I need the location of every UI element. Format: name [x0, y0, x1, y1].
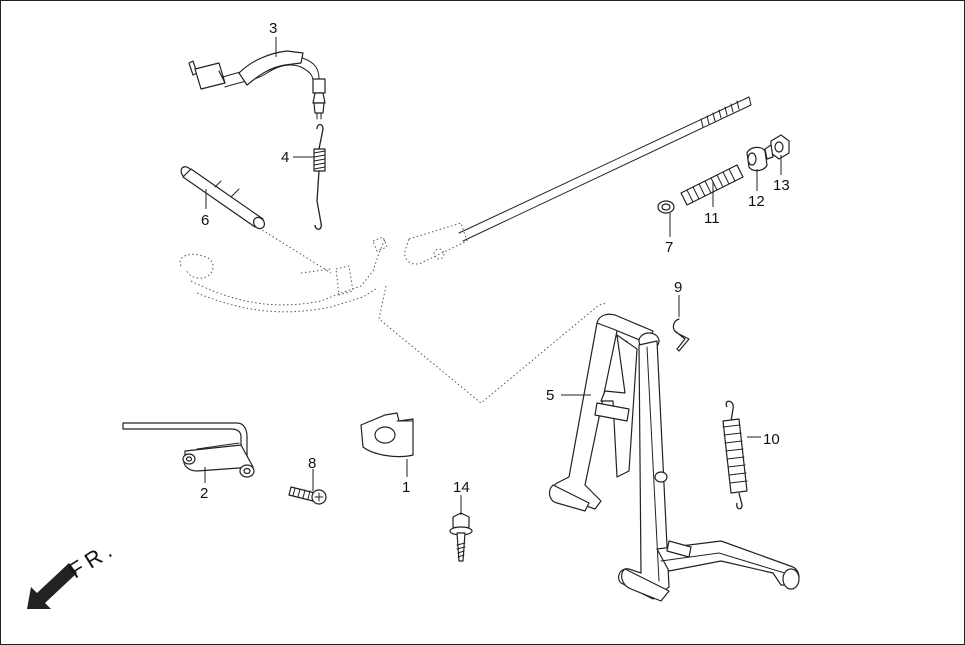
callout-4: 4 [281, 149, 289, 166]
callout-14: 14 [453, 479, 470, 496]
flange-bolt-14 [449, 512, 473, 562]
callout-5: 5 [546, 387, 554, 404]
callout-7: 7 [665, 239, 673, 256]
main-stand [548, 313, 800, 602]
leader-lines [204, 37, 782, 515]
brake-rod [458, 96, 752, 242]
arrow-down-left-icon [27, 563, 77, 609]
ghost-brake-rod [404, 222, 468, 265]
front-label: FR. [64, 535, 120, 583]
bolt-8 [288, 486, 327, 505]
stand-stopper [360, 412, 414, 458]
switch-spring [313, 123, 326, 230]
callout-8: 8 [308, 455, 316, 472]
callout-10: 10 [763, 431, 780, 448]
callout-11: 11 [704, 210, 720, 227]
callout-3: 3 [269, 20, 277, 37]
front-direction-indicator: FR. [27, 535, 120, 609]
callout-6: 6 [201, 212, 209, 229]
callout-12: 12 [748, 193, 765, 210]
cotter-pin [672, 318, 690, 352]
callout-13: 13 [773, 177, 790, 194]
callout-9: 9 [674, 279, 682, 296]
stop-switch-harness [188, 50, 326, 120]
pivot-shaft [180, 166, 266, 230]
brake-lever-bracket [122, 422, 255, 478]
ghost-brake-pedal [179, 236, 388, 313]
callout-2: 2 [200, 485, 208, 502]
adjusting-nut [764, 134, 790, 160]
callout-1: 1 [402, 479, 410, 496]
brake-rod-spring [680, 164, 744, 206]
main-stand-spring [722, 400, 748, 510]
washer [657, 200, 675, 214]
brake-joint [746, 146, 768, 172]
